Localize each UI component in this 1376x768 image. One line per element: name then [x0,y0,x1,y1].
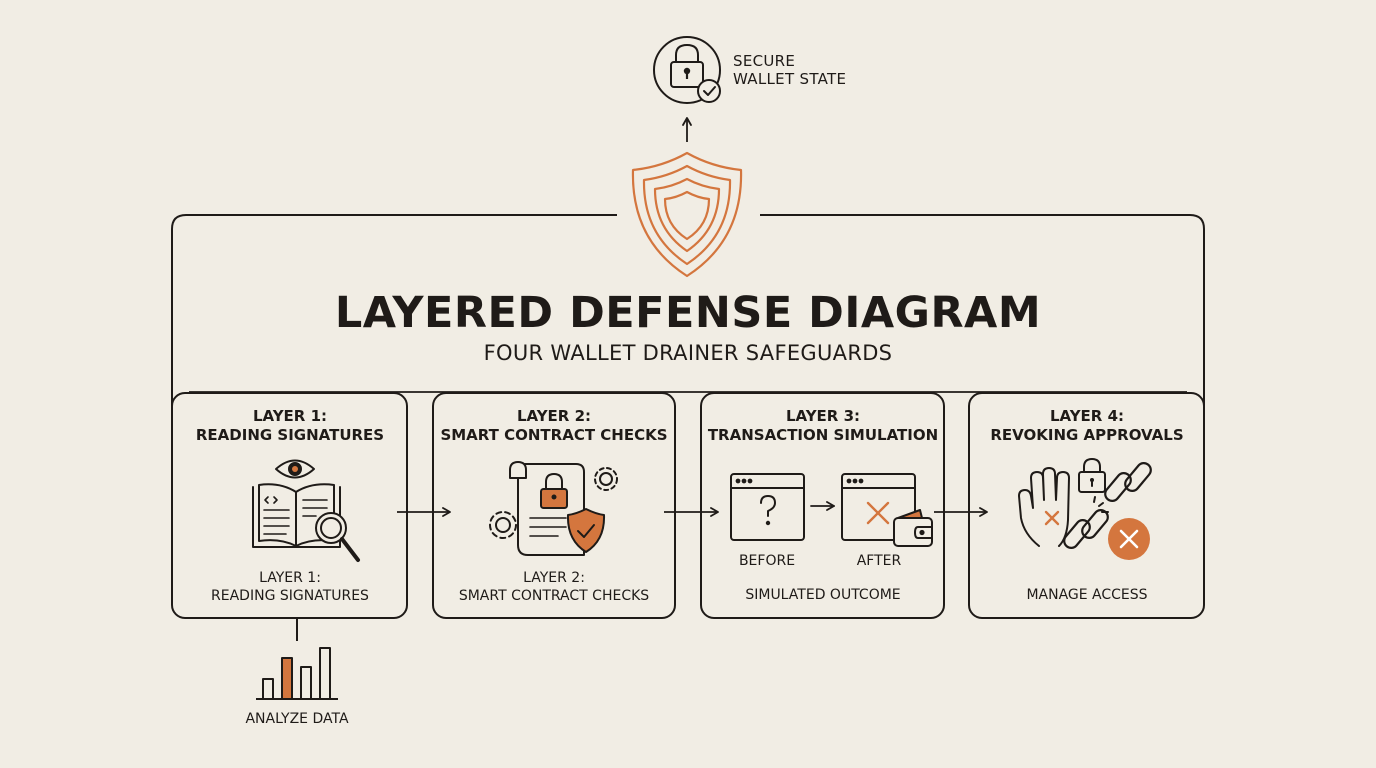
diagram-subtitle: FOUR WALLET DRAINER SAFEGUARDS [483,341,893,365]
layer-1-title-line2: READING SIGNATURES [195,426,385,444]
hand-broken-chain-icon [1018,458,1152,560]
layer-1-caption-line2: READING SIGNATURES [211,588,369,604]
layer-4-title-line1: LAYER 4: [1049,407,1125,425]
after-label: AFTER [856,553,902,569]
layer-2-title-line2: SMART CONTRACT CHECKS [440,426,668,444]
layer-4-card [968,392,1205,619]
layer-4-caption: MANAGE ACCESS [1026,587,1148,603]
bar-chart-icon [256,647,338,700]
layer-1-caption: LAYER 1: READING SIGNATURES [172,569,408,605]
layer-4-title-line2: REVOKING APPROVALS [990,426,1184,444]
layer-1-card [171,392,408,619]
layer-3-card [700,392,945,619]
analyze-data-label: ANALYZE DATA [245,711,349,727]
before-label: BEFORE [738,553,796,569]
layer-2-title-line1: LAYER 2: [516,407,592,425]
book-eye-magnifier-icon [252,459,360,562]
secure-label-line2: WALLET STATE [733,70,847,88]
layer-1-caption-line1: LAYER 1: [259,570,321,586]
secure-wallet-label: SECURE WALLET STATE [733,52,846,88]
layer-2-caption: LAYER 2: SMART CONTRACT CHECKS [433,569,675,605]
layer-4-title: LAYER 4: REVOKING APPROVALS [969,407,1205,445]
layer-2-card [432,392,676,619]
layer-3-title-line2: TRANSACTION SIMULATION [707,426,939,444]
layer-1-title: LAYER 1: READING SIGNATURES [172,407,408,445]
simulation-windows-icon [730,473,933,547]
secure-label-line1: SECURE [733,52,796,70]
outer-frame [171,214,1205,604]
layer-3-title: LAYER 3: TRANSACTION SIMULATION [701,407,945,445]
layer-2-caption-line1: LAYER 2: [523,570,585,586]
shield-icon [631,151,743,278]
diagram-title: LAYERED DEFENSE DIAGRAM [334,288,1042,338]
lock-check-icon [653,36,721,104]
layer-1-title-line1: LAYER 1: [252,407,328,425]
layer-2-title: LAYER 2: SMART CONTRACT CHECKS [433,407,675,445]
layer-3-caption: SIMULATED OUTCOME [745,587,901,603]
contract-lock-shield-icon [489,461,618,556]
layer-3-title-line1: LAYER 3: [785,407,861,425]
layer-2-caption-line2: SMART CONTRACT CHECKS [458,588,650,604]
